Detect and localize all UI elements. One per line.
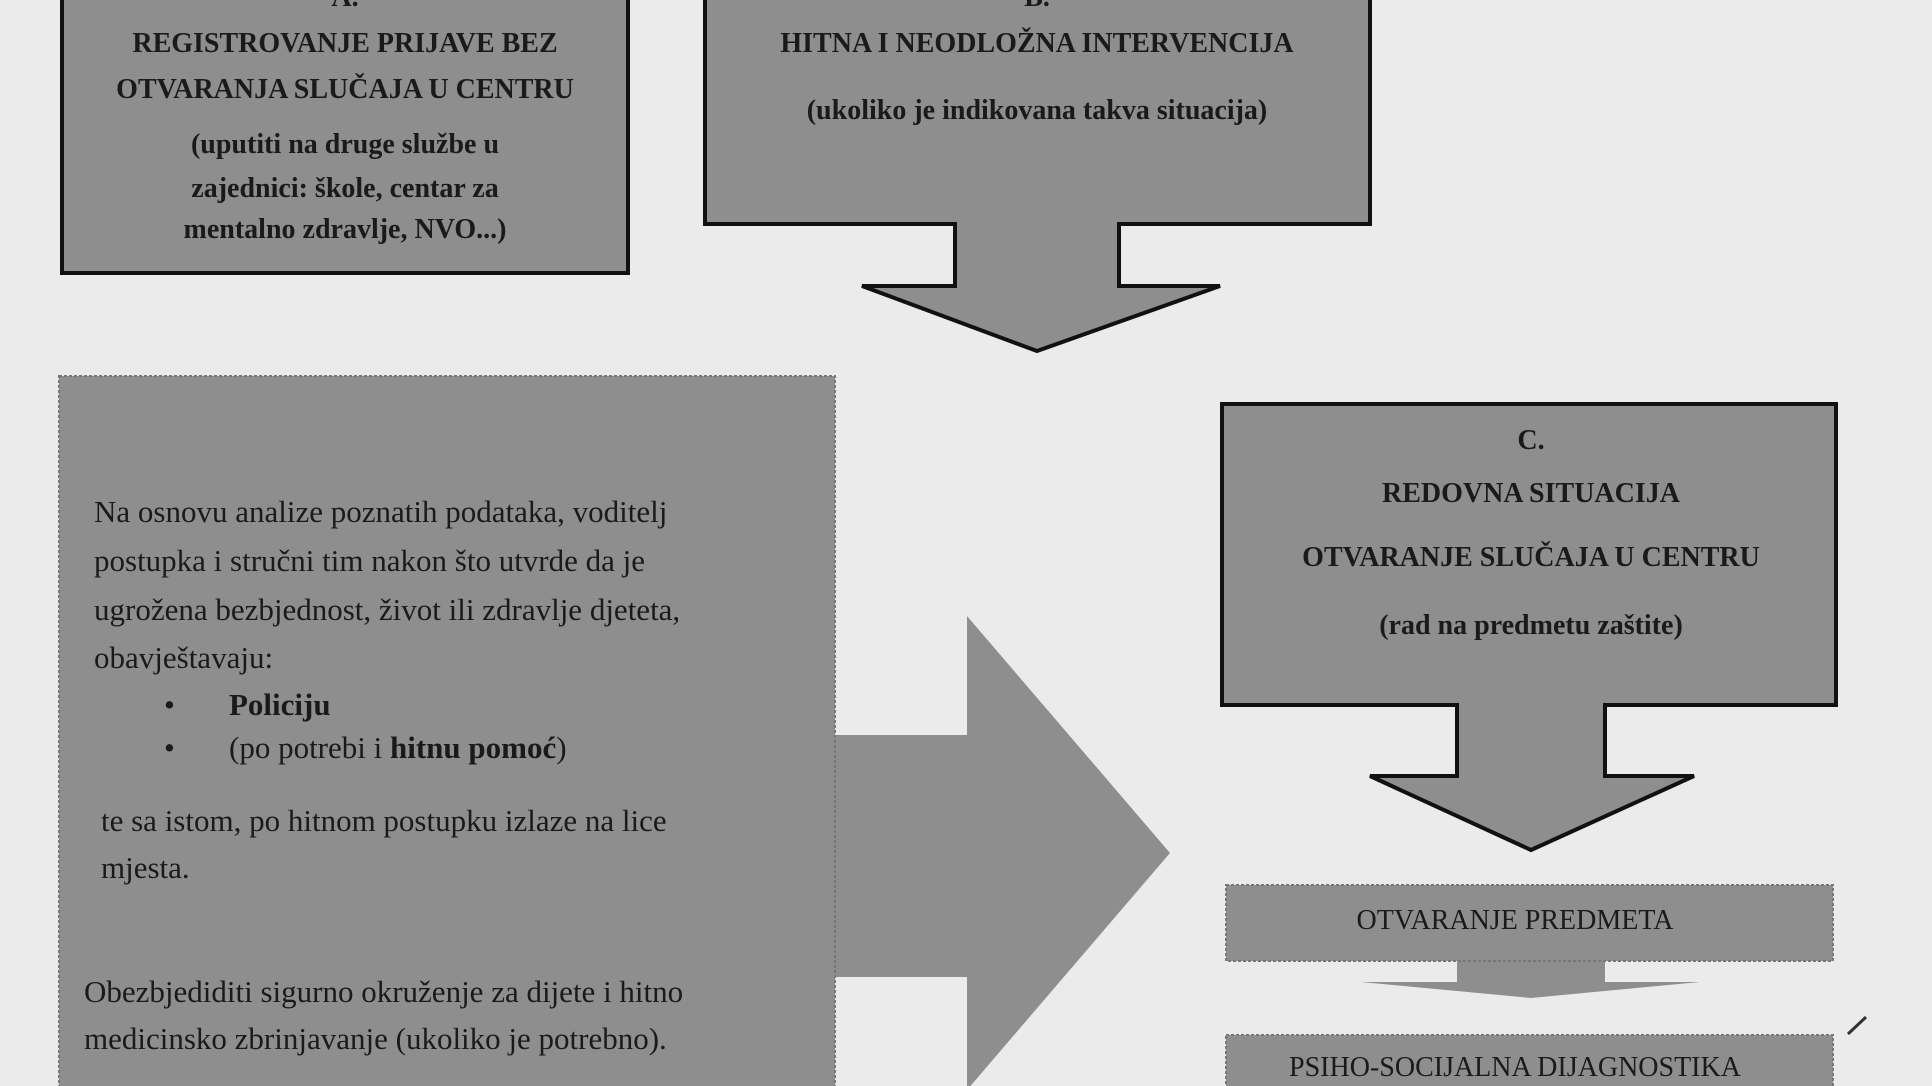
- pen-mark: [1846, 1015, 1868, 1036]
- bullet-bold: hitnu pomoć: [390, 730, 557, 765]
- box-c-label: C.: [1517, 425, 1545, 456]
- main-intro-line: Na osnovu analize poznatih podataka, vod…: [94, 494, 668, 529]
- bullet-icon: •: [164, 687, 175, 722]
- main-intro-line: postupka i stručni tim nakon što utvrde …: [94, 543, 646, 578]
- main-after-line: te sa istom, po hitnom postupku izlaze n…: [101, 803, 667, 838]
- box-a: [60, 0, 630, 275]
- box-c-subtitle: OTVARANJE SLUČAJA U CENTRU: [1302, 542, 1760, 573]
- main-final-line: medicinsko zbrinjavanje (ukoliko je potr…: [84, 1021, 667, 1056]
- box-b-with-arrow: [703, 0, 1372, 354]
- box-b-label: B.: [1024, 0, 1050, 14]
- main-after-line: mjesta.: [101, 850, 190, 885]
- box-a-note-line: zajednici: škole, centar za: [191, 173, 499, 204]
- bullet-prefix: (po potrebi i: [229, 730, 390, 765]
- box-c-with-arrow: [1220, 402, 1838, 853]
- box-a-note-line: mentalno zdravlje, NVO...): [183, 214, 507, 245]
- box-a-title-line: REGISTROVANJE PRIJAVE BEZ: [132, 28, 558, 59]
- main-final-line: Obezbjediditi sigurno okruženje za dijet…: [84, 974, 684, 1009]
- step-diag-label: PSIHO-SOCIJALNA DIJAGNOSTIKA: [1289, 1052, 1741, 1083]
- main-intro-line: ugrožena bezbjednost, život ili zdravlje…: [94, 592, 681, 627]
- bullet-ambulance: (po potrebi i hitnu pomoć): [229, 730, 567, 766]
- main-intro-line: obavještavaju:: [94, 640, 274, 675]
- step-open-box: [1225, 884, 1834, 962]
- box-b-title: HITNA I NEODLOŽNA INTERVENCIJA: [780, 28, 1294, 59]
- box-c-note: (rad na predmetu zaštite): [1379, 610, 1683, 641]
- small-down-arrow: [1361, 955, 1700, 998]
- main-box-outline: [58, 375, 836, 1086]
- bullet-police: Policiju: [229, 687, 331, 722]
- step-open-label: OTVARANJE PREDMETA: [1356, 905, 1674, 936]
- bullet-icon: •: [164, 730, 175, 765]
- box-a-title-line: OTVARANJA SLUČAJA U CENTRU: [116, 74, 574, 105]
- box-a-note-line: (uputiti na druge službe u: [190, 129, 500, 160]
- box-a-label: A.: [331, 0, 358, 14]
- main-box-with-right-arrow: [59, 376, 1170, 1086]
- box-b-note: (ukoliko je indikovana takva situacija): [806, 95, 1268, 126]
- bullet-suffix: ): [556, 730, 567, 765]
- box-c-title: REDOVNA SITUACIJA: [1382, 478, 1680, 509]
- step-diag-box: [1225, 1034, 1834, 1086]
